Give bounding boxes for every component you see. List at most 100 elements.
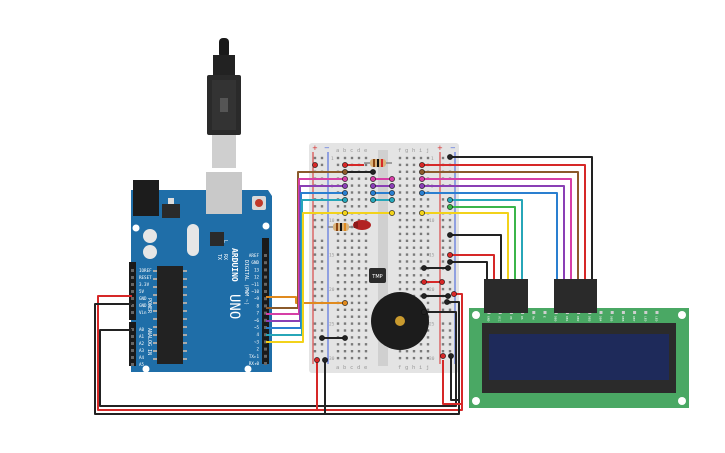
- wire-endpoint[interactable]: [389, 176, 395, 182]
- wire-endpoint[interactable]: [342, 210, 348, 216]
- wire-pin9: [266, 296, 345, 304]
- digital-pin[interactable]: [264, 318, 267, 322]
- wire-endpoint[interactable]: [312, 162, 318, 168]
- wire-endpoint[interactable]: [447, 154, 453, 160]
- power-pin[interactable]: [131, 342, 134, 345]
- wire-endpoint[interactable]: [440, 353, 446, 359]
- wire-endpoint[interactable]: [447, 232, 453, 238]
- wire-endpoint[interactable]: [421, 293, 427, 299]
- wire-endpoint[interactable]: [419, 176, 425, 182]
- arduino-board[interactable]: ARDUINO UNO DIGITAL (PWM ~) POWER ANALOG…: [129, 172, 272, 373]
- wire-endpoint[interactable]: [370, 190, 376, 196]
- digital-pin[interactable]: [264, 268, 267, 272]
- power-pin[interactable]: [131, 304, 134, 307]
- digital-pin[interactable]: [264, 282, 267, 286]
- lcd-header-connectors: [484, 279, 597, 313]
- wire-endpoint[interactable]: [389, 197, 395, 203]
- pin-label-13: 2: [256, 347, 259, 352]
- digital-pin[interactable]: [264, 254, 267, 257]
- power-pin-label-6: Vin: [139, 310, 147, 315]
- wire-endpoint[interactable]: [342, 176, 348, 182]
- wire-endpoint[interactable]: [342, 183, 348, 189]
- wire-endpoint[interactable]: [342, 190, 348, 196]
- digital-pin[interactable]: [264, 362, 267, 365]
- wire-endpoint[interactable]: [389, 210, 395, 216]
- wire-endpoint[interactable]: [342, 300, 348, 306]
- resistor-top[interactable]: [364, 159, 392, 167]
- digital-pin[interactable]: [264, 261, 267, 265]
- power-pin[interactable]: [131, 276, 134, 279]
- wire-endpoint[interactable]: [342, 197, 348, 203]
- wire-endpoint[interactable]: [439, 279, 445, 285]
- pin-label-15: RX◂0: [249, 361, 260, 366]
- digital-pin[interactable]: [264, 354, 267, 358]
- wire-endpoint[interactable]: [448, 353, 454, 359]
- power-pin[interactable]: [131, 311, 134, 314]
- digital-header[interactable]: [262, 238, 269, 364]
- digital-pin[interactable]: [264, 297, 267, 301]
- temperature-sensor[interactable]: TMP: [369, 268, 386, 283]
- wire-endpoint[interactable]: [444, 299, 450, 305]
- power-pin[interactable]: [131, 356, 134, 359]
- wire-endpoint[interactable]: [419, 190, 425, 196]
- wire-endpoint[interactable]: [421, 279, 427, 285]
- pin-label-3: 12: [254, 275, 260, 280]
- wire-a0: [99, 311, 457, 407]
- wire-endpoint[interactable]: [370, 183, 376, 189]
- wire-endpoint[interactable]: [389, 190, 395, 196]
- red-led[interactable]: [353, 220, 371, 230]
- wire-endpoint[interactable]: [447, 252, 453, 258]
- wire-endpoint[interactable]: [322, 357, 328, 363]
- digital-header-label: DIGITAL (PWM ~): [243, 260, 249, 305]
- rail-minus-left: −: [324, 144, 330, 152]
- wire-endpoint[interactable]: [342, 335, 348, 341]
- wire-endpoint[interactable]: [370, 197, 376, 203]
- wire-endpoint[interactable]: [419, 169, 425, 175]
- digital-pin[interactable]: [264, 304, 267, 308]
- power-pin[interactable]: [131, 335, 134, 338]
- digital-pin[interactable]: [264, 326, 267, 329]
- digital-pin[interactable]: [264, 333, 267, 337]
- usb-cable[interactable]: [207, 38, 241, 168]
- column-label-d: d: [357, 148, 360, 154]
- wire-endpoint[interactable]: [445, 265, 451, 271]
- wire-endpoint[interactable]: [319, 335, 325, 341]
- power-pin[interactable]: [131, 349, 134, 352]
- digital-pin[interactable]: [264, 340, 267, 344]
- power-pin[interactable]: [131, 290, 134, 293]
- power-pin[interactable]: [131, 328, 134, 331]
- wire-endpoint[interactable]: [447, 204, 453, 210]
- power-pin-label-5: GND: [139, 303, 147, 308]
- rail-plus-left: +: [312, 144, 318, 152]
- pin-label-14: TX▸1: [249, 354, 260, 359]
- digital-pin[interactable]: [264, 347, 267, 351]
- wire-endpoint[interactable]: [370, 176, 376, 182]
- wire-endpoint[interactable]: [419, 162, 425, 168]
- wire-endpoint[interactable]: [447, 197, 453, 203]
- wire-endpoint[interactable]: [451, 291, 457, 297]
- power-pin[interactable]: [131, 297, 134, 300]
- wire-endpoint[interactable]: [389, 183, 395, 189]
- wire-endpoint[interactable]: [421, 265, 427, 271]
- wire-endpoint[interactable]: [419, 210, 425, 216]
- power-pin[interactable]: [131, 283, 134, 286]
- wire-endpoint[interactable]: [447, 259, 453, 265]
- column-label-f: f: [398, 365, 401, 371]
- resistor-led[interactable]: [328, 223, 356, 231]
- wire-endpoint[interactable]: [445, 293, 451, 299]
- wire-endpoint[interactable]: [314, 357, 320, 363]
- power-pin[interactable]: [131, 363, 134, 366]
- wire-endpoint[interactable]: [370, 169, 376, 175]
- wire-endpoint[interactable]: [342, 169, 348, 175]
- wire-endpoint[interactable]: [419, 183, 425, 189]
- digital-pin[interactable]: [264, 290, 267, 293]
- piezo-buzzer[interactable]: [371, 292, 429, 350]
- column-label-i: i: [419, 148, 422, 154]
- power-pin[interactable]: [131, 269, 134, 272]
- wire-lcd-purple: [422, 185, 565, 282]
- digital-pin[interactable]: [264, 311, 267, 315]
- wire-endpoint[interactable]: [421, 309, 427, 315]
- wire-endpoint[interactable]: [342, 162, 348, 168]
- digital-pin[interactable]: [264, 275, 267, 279]
